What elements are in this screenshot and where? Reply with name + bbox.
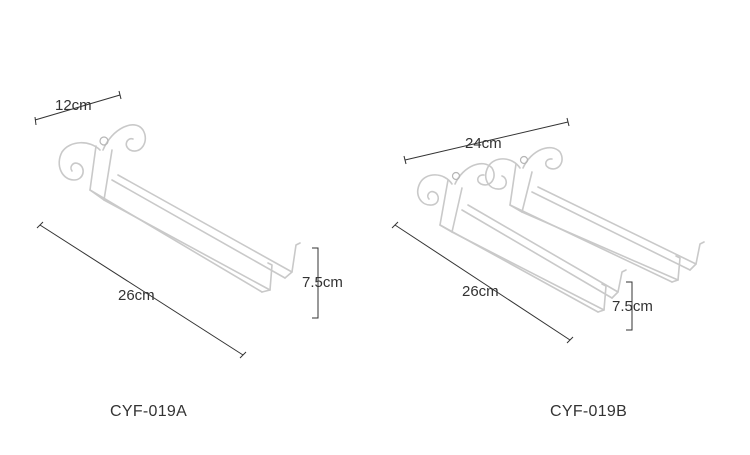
product-b-height-label: 7.5cm <box>612 298 653 315</box>
product-b-right-scroll-1 <box>485 158 521 190</box>
product-a-arm-lower-inner <box>103 199 271 291</box>
product-a-front-hook-2 <box>284 242 301 279</box>
product-a-width-label: 12cm <box>55 97 92 114</box>
product-a-arm-upper-inner <box>117 174 293 273</box>
product-b-dimension-lines <box>391 117 633 344</box>
product-a-right-scroll <box>102 124 147 152</box>
product-b-width-line <box>404 121 569 161</box>
product-a-arm-upper <box>111 179 286 279</box>
product-a-width-line <box>34 94 121 121</box>
product-a-front-hook-1 <box>261 262 273 293</box>
product-a-length-line <box>39 224 244 356</box>
product-b-left-scroll-2 <box>454 162 495 186</box>
product-a-mount-hole <box>99 136 109 146</box>
product-a-arm-lower <box>89 189 263 293</box>
product-b-length-line <box>394 224 571 341</box>
product-a-left-scroll <box>58 141 101 181</box>
product-b-length-label: 26cm <box>462 283 499 300</box>
product-b-width-label: 24cm <box>465 135 502 152</box>
product-a-length-label: 26cm <box>118 287 155 304</box>
product-b-right-scroll-2 <box>522 146 563 170</box>
product-b-model-label: CYF-019B <box>550 403 627 420</box>
product-b-illustration <box>417 146 705 313</box>
product-a-dimension-lines <box>34 90 319 359</box>
product-a-illustration <box>58 124 301 293</box>
product-b-left-scroll-1 <box>417 174 453 206</box>
product-a-height-label: 7.5cm <box>302 274 343 291</box>
product-a-height-line <box>312 247 319 319</box>
product-a-model-label: CYF-019A <box>110 403 187 420</box>
product-b-height-line <box>626 281 633 331</box>
